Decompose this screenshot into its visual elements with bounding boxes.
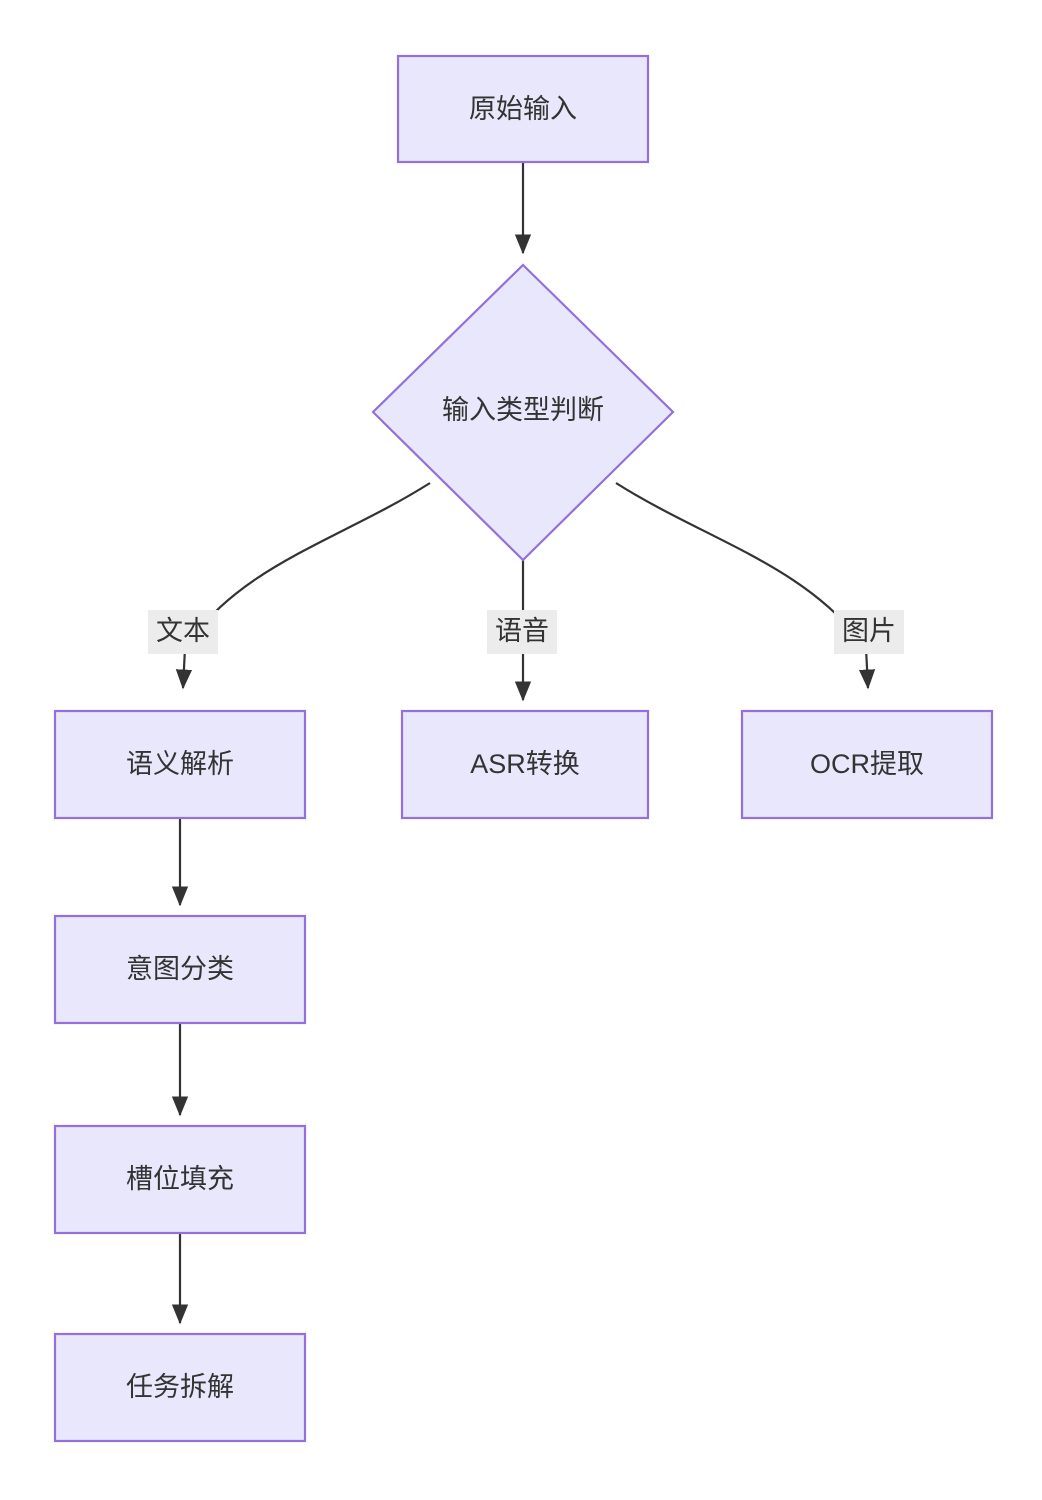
edge-label-image-branch-label: 图片 bbox=[842, 616, 896, 646]
node-ocr-extract-label: OCR提取 bbox=[810, 749, 924, 779]
node-asr-convert[interactable]: ASR转换 bbox=[400, 709, 650, 820]
node-slot-fill-label: 槽位填充 bbox=[126, 1164, 234, 1194]
node-raw-input-shape bbox=[396, 54, 650, 164]
node-ocr-extract[interactable]: OCR提取 bbox=[740, 709, 994, 820]
node-type-decision-label: 输入类型判断 bbox=[442, 395, 604, 425]
node-type-decision[interactable]: 输入类型判断 bbox=[371, 263, 675, 562]
edge-label-voice-branch-bg bbox=[487, 610, 557, 654]
node-semantic-parse[interactable]: 语义解析 bbox=[53, 709, 307, 820]
edge-label-image-branch-bg bbox=[834, 610, 904, 654]
node-slot-fill[interactable]: 槽位填充 bbox=[53, 1124, 307, 1235]
node-slot-fill-shape bbox=[53, 1124, 307, 1235]
node-task-decompose-shape bbox=[53, 1332, 307, 1443]
node-intent-classify-shape bbox=[53, 914, 307, 1025]
node-raw-input[interactable]: 原始输入 bbox=[396, 54, 650, 164]
node-intent-classify[interactable]: 意图分类 bbox=[53, 914, 307, 1025]
node-task-decompose[interactable]: 任务拆解 bbox=[53, 1332, 307, 1443]
edge-label-voice-branch-label: 语音 bbox=[495, 616, 549, 646]
edge-label-image-branch: 图片 bbox=[834, 610, 904, 654]
node-ocr-extract-shape bbox=[740, 709, 994, 820]
node-asr-convert-label: ASR转换 bbox=[470, 749, 580, 779]
edge-label-voice-branch: 语音 bbox=[487, 610, 557, 654]
edge-label-text-branch-label: 文本 bbox=[156, 616, 210, 646]
node-raw-input-label: 原始输入 bbox=[469, 94, 577, 124]
node-type-decision-shape bbox=[371, 263, 675, 562]
node-layer: 原始输入 输入类型判断 语义解析 ASR转换 OCR提取 bbox=[53, 54, 994, 1443]
node-task-decompose-label: 任务拆解 bbox=[126, 1372, 234, 1402]
node-asr-convert-shape bbox=[400, 709, 650, 820]
edge-type-decision-to-ocr bbox=[615, 482, 876, 690]
node-intent-classify-label: 意图分类 bbox=[126, 954, 234, 984]
node-semantic-parse-label: 语义解析 bbox=[126, 749, 234, 779]
node-semantic-parse-shape bbox=[53, 709, 307, 820]
edge-label-text-branch-bg bbox=[148, 610, 218, 654]
edge-label-text-branch: 文本 bbox=[148, 610, 218, 654]
edge-label-layer: 文本 语音 图片 bbox=[148, 610, 904, 654]
edge-type-decision-to-semantic-parse bbox=[175, 482, 431, 690]
